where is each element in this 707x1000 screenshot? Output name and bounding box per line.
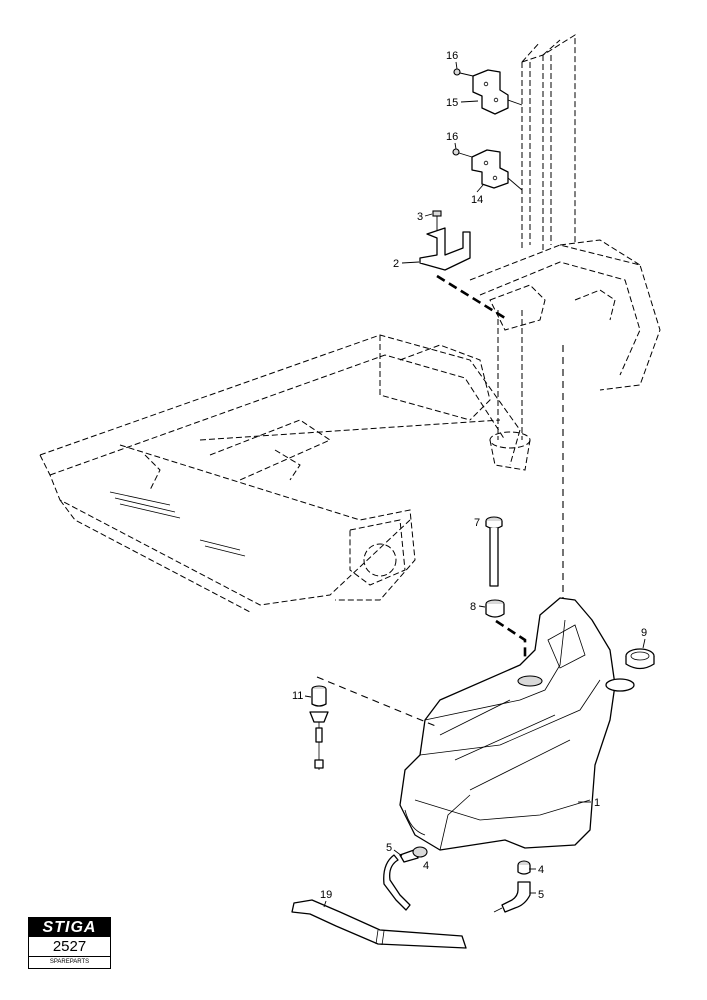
callout-5-left: 5: [386, 842, 392, 854]
callout-16-upper: 16: [446, 50, 458, 62]
callout-15: 15: [446, 97, 458, 109]
part-15-bracket: [472, 69, 523, 115]
callout-5-right: 5: [538, 889, 544, 901]
callout-14: 14: [471, 194, 483, 206]
spareparts-label: SPAREPARTS: [29, 956, 110, 968]
brand-logo: STIGA: [29, 918, 110, 937]
part-1-fuel-tank: [399, 597, 635, 851]
callout-8: 8: [470, 601, 476, 613]
callout-19: 19: [320, 889, 332, 901]
part-5-elbow-right: [493, 881, 531, 913]
steering-column: [489, 284, 546, 471]
callout-11: 11: [292, 690, 303, 702]
part-7-bolt: [485, 516, 503, 587]
stiga-logo-block: STIGA 2527 SPAREPARTS: [28, 917, 111, 969]
part-16-screw-upper: [453, 68, 474, 77]
part-3-screw: [432, 210, 442, 232]
callout-7: 7: [474, 517, 480, 529]
callout-9: 9: [641, 627, 647, 639]
assembly-line-bushing-tank: [495, 619, 527, 670]
part-8-bushing: [485, 599, 505, 618]
part-5-elbow-left: [383, 849, 419, 911]
part-2-bracket: [419, 227, 471, 271]
part-11-fuel-sender: [309, 685, 329, 770]
callout-3: 3: [417, 211, 423, 223]
part-16-screw-lower: [452, 148, 473, 158]
assembly-line-bracket-column: [436, 274, 506, 320]
callout-1: 1: [594, 797, 600, 809]
callout-4-right: 4: [538, 864, 544, 876]
frame-post: [521, 34, 576, 250]
part-14-bracket: [471, 149, 523, 191]
part-9-fuel-cap: [625, 648, 655, 670]
chassis-vent-slots: [109, 491, 246, 557]
diagram-number: 2527: [52, 938, 87, 955]
part-4-grommet-right: [517, 860, 531, 875]
upper-frame: [469, 239, 661, 391]
chassis-frame: [39, 334, 521, 613]
callout-4-left: 4: [423, 860, 429, 872]
part-19-fuel-hose: [291, 899, 467, 949]
callout-16-lower: 16: [446, 131, 458, 143]
part-4-grommet-left: [412, 846, 428, 858]
callout-2: 2: [393, 258, 399, 270]
assembly-line-sender-tank: [316, 676, 439, 728]
